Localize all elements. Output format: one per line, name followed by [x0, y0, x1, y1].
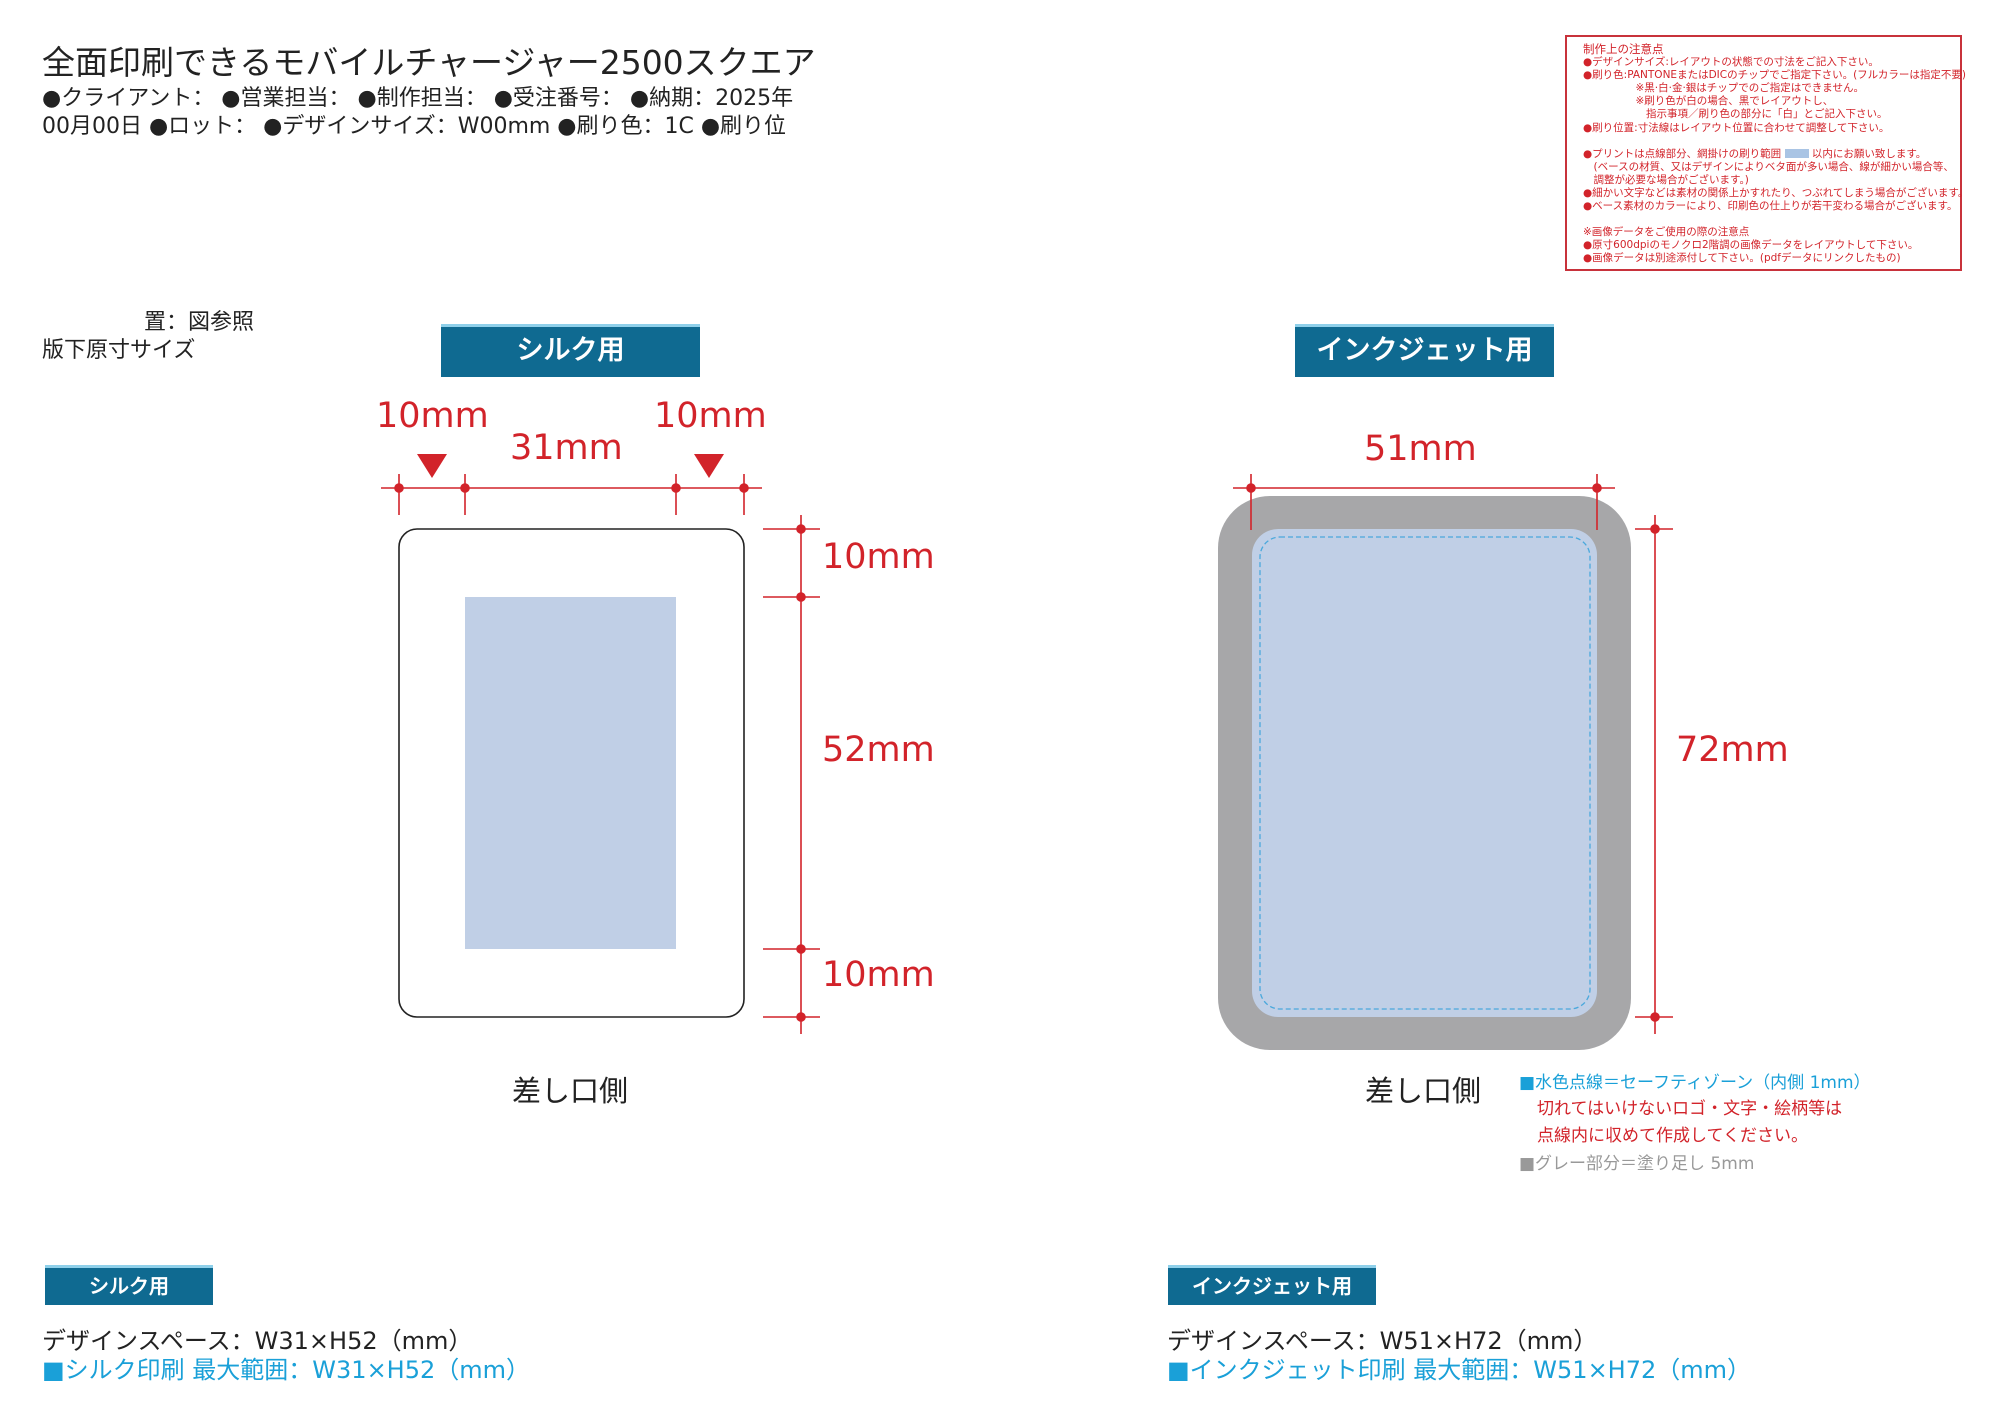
silk-max-range: ■シルク印刷 最大範囲：W31×H52（mm）	[42, 1356, 531, 1384]
notes-line: ●刷り色:PANTONEまたはDICのチップでご指定下さい。(フルカラーは指定不…	[1583, 69, 1966, 82]
notes-line: ●プリントは点線部分、網掛けの刷り範囲 以内にお願い致します。	[1583, 147, 1927, 160]
production-notes-box: 制作上の注意点 ●デザインサイズ:レイアウトの状態での寸法をご記入下さい。 ●刷…	[1565, 35, 1969, 271]
inkjet-max-range: ■インクジェット印刷 最大範囲：W51×H72（mm）	[1167, 1356, 1752, 1384]
legend-bleed: ■グレー部分＝塗り足し 5mm	[1519, 1154, 1755, 1174]
left-margin-marker-icon	[417, 454, 447, 478]
inkjet-print-area	[1252, 529, 1597, 1017]
notes-line: (ベースの材質、又はデザインによりベタ面が多い場合、線が細かい場合等、	[1583, 160, 1954, 173]
inkjet-height-dim: 72mm	[1676, 730, 1789, 770]
silk-right-margin-dim: 10mm	[654, 396, 767, 436]
notes-line: 制作上の注意点	[1583, 42, 1664, 56]
notes-line: ●デザインサイズ:レイアウトの状態での寸法をご記入下さい。	[1583, 56, 1879, 69]
right-margin-marker-icon	[694, 454, 724, 478]
notes-line: 調整が必要な場合がございます。)	[1583, 173, 1749, 186]
silk-print-area	[465, 597, 676, 949]
silk-bottom-margin-dim: 10mm	[822, 955, 935, 995]
notes-line: 指示事項／刷り色の部分に「白」とご記入下さい。	[1583, 108, 1888, 121]
silk-spec-badge: シルク用	[45, 1265, 213, 1305]
legend-safety-zone: ■水色点線＝セーフティゾーン（内側 1mm）	[1519, 1073, 1871, 1093]
notes-line: ●画像データは別途添付して下さい。(pdfデータにリンクしたもの)	[1583, 252, 1901, 265]
notes-line: ●刷り位置:寸法線はレイアウト位置に合わせて調整して下さい。	[1583, 121, 1890, 134]
silk-design-space: デザインスペース：W31×H52（mm）	[42, 1327, 473, 1355]
inkjet-insert-side-label: 差し口側	[1364, 1074, 1482, 1108]
notes-line: ●ベース素材のカラーにより、印刷色の仕上りが若干変わる場合がございます。	[1583, 200, 1958, 213]
info-line-4: 版下原寸サイズ	[42, 338, 196, 363]
notes-line: ※黒·白·金·銀はチップでのご指定はできません。	[1583, 82, 1864, 95]
page-title: 全面印刷できるモバイルチャージャー2500スクエア	[42, 43, 816, 82]
silk-width-dim: 31mm	[510, 428, 623, 468]
silk-section-label: シルク用	[441, 324, 700, 377]
inkjet-section-label: インクジェット用	[1295, 324, 1554, 377]
inkjet-width-dim: 51mm	[1364, 429, 1477, 469]
legend-warning-2: 点線内に収めて作成してください。	[1537, 1126, 1808, 1146]
notes-line: ※刷り色が白の場合、黒でレイアウトし、	[1583, 95, 1834, 108]
info-line-1: ●クライアント： ●営業担当： ●制作担当： ●受注番号： ●納期：2025年	[42, 86, 794, 111]
inkjet-spec-badge: インクジェット用	[1168, 1265, 1376, 1305]
legend-warning-1: 切れてはいけないロゴ・文字・絵柄等は	[1537, 1099, 1843, 1119]
silk-left-margin-dim: 10mm	[376, 396, 489, 436]
inkjet-dimension-lines	[1233, 474, 1673, 1034]
inkjet-design-space: デザインスペース：W51×H72（mm）	[1167, 1327, 1598, 1355]
info-line-3: 置：図参照	[144, 310, 255, 335]
silk-dimension-lines	[381, 474, 820, 1034]
print-range-swatch	[1784, 149, 1809, 159]
silk-top-margin-dim: 10mm	[822, 537, 935, 577]
inkjet-safety-zone	[1259, 536, 1591, 1010]
notes-line: ●原寸600dpiのモノクロ2階調の画像データをレイアウトして下さい。	[1583, 239, 1919, 252]
silk-height-dim: 52mm	[822, 730, 935, 770]
info-line-2: 00月00日 ●ロット： ●デザインサイズ：W00mm ●刷り色：1C ●刷り位	[42, 114, 787, 139]
notes-line: ●細かい文字などは素材の関係上かすれたり、つぶれてしまう場合がございます。	[1583, 186, 1969, 199]
silk-insert-side-label: 差し口側	[511, 1074, 629, 1108]
notes-line: ※画像データをご使用の際の注意点	[1583, 226, 1750, 239]
